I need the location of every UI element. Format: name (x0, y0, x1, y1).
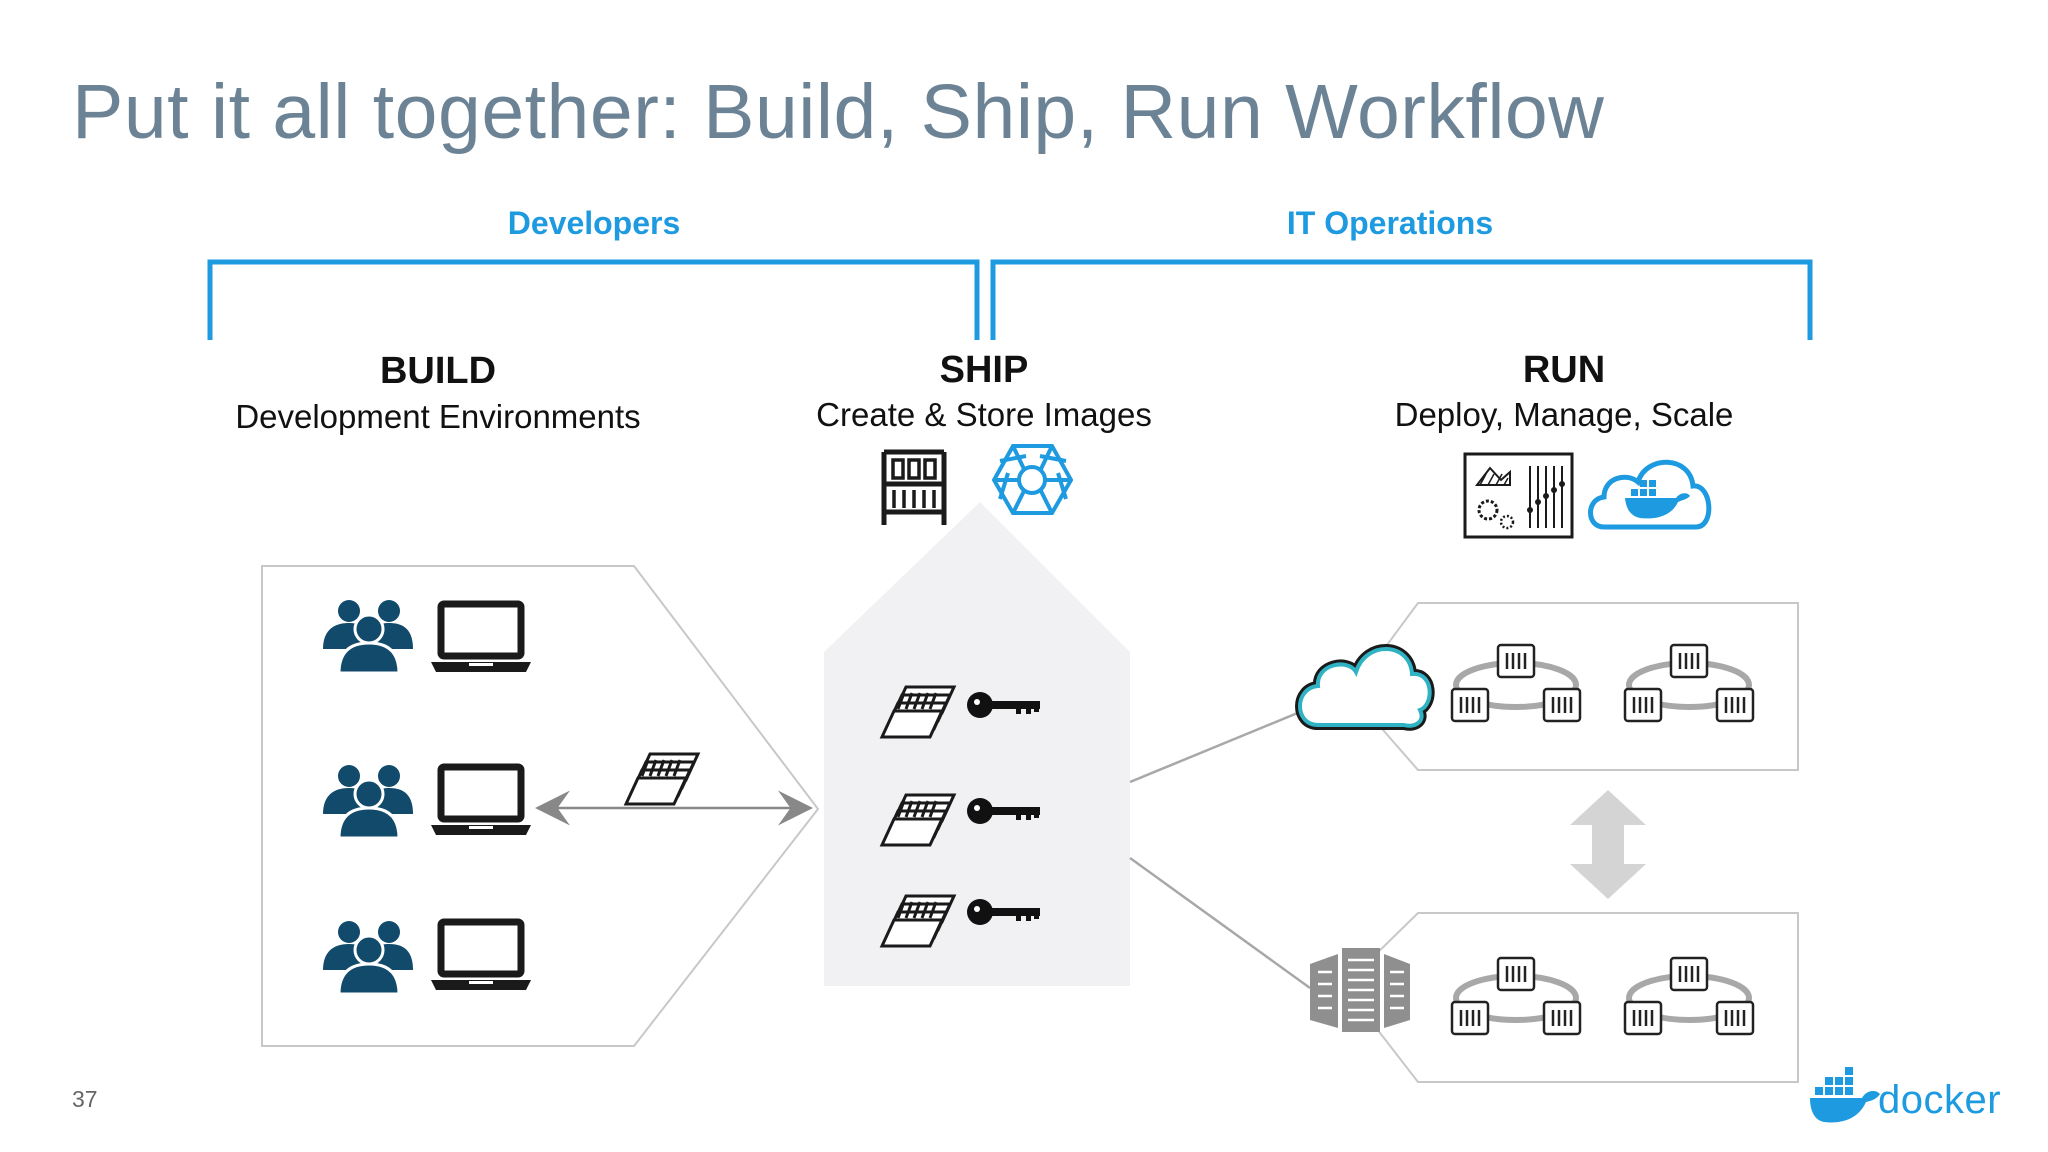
bidirectional-arrow-icon (1570, 790, 1646, 899)
group-label-developers: Developers (507, 205, 681, 241)
cloud-icon (1295, 644, 1435, 731)
docker-whale-icon (1810, 1067, 1880, 1123)
developers-bracket (207, 259, 980, 340)
stage-title-run: RUN (1522, 349, 1606, 391)
stage-title-ship: SHIP (939, 349, 1029, 391)
group-label-it-operations: IT Operations (1286, 205, 1494, 241)
run-panel-datacenter (1369, 912, 1799, 1083)
ship-panel (824, 502, 1130, 986)
hub-icon (991, 444, 1074, 515)
page-number: 37 (72, 1086, 98, 1112)
slide-title: Put it all together: Build, Ship, Run Wo… (72, 69, 1605, 155)
stage-title-build: BUILD (379, 350, 497, 392)
docker-logo-text: docker (1878, 1078, 2002, 1122)
stage-subtitle-ship: Create & Store Images (816, 396, 1152, 433)
connector-line (1129, 856, 1311, 990)
it-operations-bracket (990, 259, 1813, 340)
docker-cloud-icon (1588, 459, 1712, 530)
management-console-icon (1463, 452, 1574, 539)
datacenter-servers-icon (1310, 948, 1410, 1032)
run-panel-cloud (1369, 602, 1799, 771)
stage-subtitle-build: Development Environments (235, 398, 641, 435)
registry-icon (881, 449, 947, 525)
stage-subtitle-run: Deploy, Manage, Scale (1394, 396, 1734, 433)
connector-line (1129, 710, 1301, 784)
